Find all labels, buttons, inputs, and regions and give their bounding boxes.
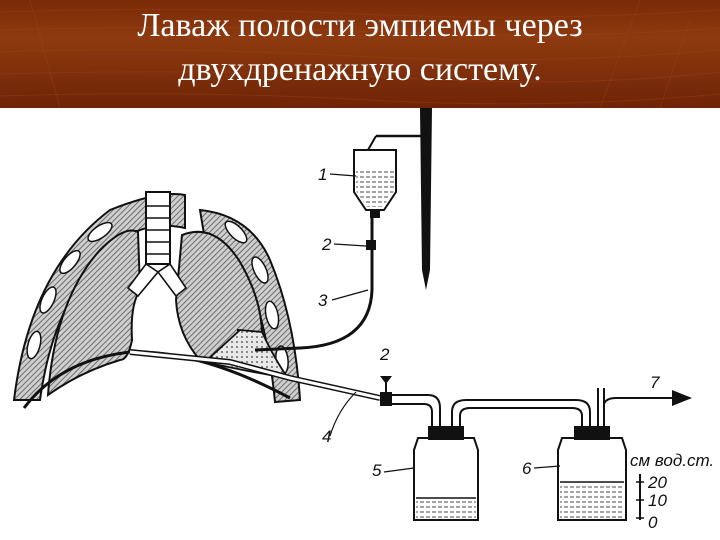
title-line-2: двухдренажную систему. xyxy=(178,51,542,88)
label-1: 1 xyxy=(318,165,327,184)
water-seal-bottle xyxy=(557,426,627,521)
label-4: 4 xyxy=(322,427,331,446)
clamp-lower xyxy=(380,392,392,406)
label-2-upper: 2 xyxy=(321,235,332,254)
label-5: 5 xyxy=(372,461,382,480)
title-line-1: Лаваж полости эмпиемы через xyxy=(137,7,583,44)
wood-texture xyxy=(0,0,720,108)
title-bar: Лаваж полости эмпиемы через двухдренажну… xyxy=(0,0,720,108)
trachea xyxy=(126,191,188,298)
lavage-diagram: см вод.ст. 20 10 0 1 2 3 4 5 6 7 2 xyxy=(12,108,714,532)
collection-bottle xyxy=(413,426,479,521)
leader-lines xyxy=(329,173,561,473)
label-2-lower: 2 xyxy=(379,345,390,364)
scale-unit: см вод.ст. xyxy=(630,451,714,470)
hook-tip xyxy=(367,135,377,151)
clamp-arrow xyxy=(380,376,392,384)
stand-pole xyxy=(420,108,432,290)
inflow-tube xyxy=(254,218,374,352)
scale-tick-0: 0 xyxy=(648,513,658,532)
label-3: 3 xyxy=(318,291,328,310)
label-7: 7 xyxy=(650,373,660,392)
inflow-bottle xyxy=(353,149,397,218)
pressure-scale: см вод.ст. 20 10 0 xyxy=(630,451,714,532)
scale-tick-20: 20 xyxy=(647,473,667,492)
drain-tube-inner xyxy=(129,350,381,400)
slide-title: Лаваж полости эмпиемы через двухдренажну… xyxy=(0,4,720,92)
scale-tick-10: 10 xyxy=(648,491,667,510)
label-6: 6 xyxy=(522,459,532,478)
